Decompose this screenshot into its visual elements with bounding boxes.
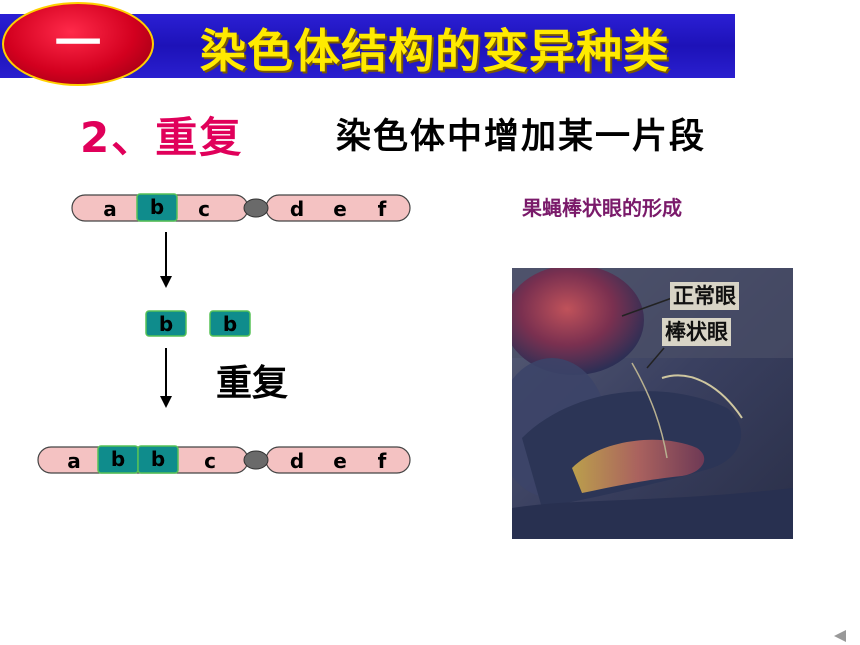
duplication-label: 重复 — [216, 363, 289, 404]
centromere-before — [243, 198, 269, 218]
slide-title: 染色体结构的变异种类 — [200, 24, 670, 78]
bar-eye-label: 棒状眼 — [662, 318, 731, 346]
gene-d-before: d — [290, 197, 304, 221]
segment-b-after-2 — [137, 445, 179, 474]
gene-c-after: c — [204, 449, 216, 473]
segment-b-middle-1 — [145, 310, 187, 337]
gene-b-after-1: b — [111, 447, 125, 471]
segment-b-before — [136, 193, 178, 222]
section-badge: 一 — [2, 2, 154, 86]
arrow-down-icon — [160, 348, 172, 408]
chromosome-after: a b b c d e f — [37, 445, 411, 474]
previous-slide-icon[interactable] — [834, 630, 846, 642]
gene-f-before: f — [378, 197, 387, 221]
gene-d-after: d — [290, 449, 304, 473]
fruit-fly-eye-photo: 正常眼 棒状眼 — [512, 268, 793, 539]
gene-b-before: b — [150, 195, 164, 219]
gene-e-after: e — [333, 449, 347, 473]
gene-e-before: e — [333, 197, 347, 221]
centromere-after — [243, 450, 269, 470]
normal-eye-label: 正常眼 — [670, 282, 739, 310]
chromosome-before: a b c d e f — [71, 193, 411, 222]
gene-a-before: a — [103, 197, 117, 221]
duplicated-segments: b b — [145, 310, 251, 337]
segment-label-2: b — [223, 312, 237, 336]
segment-label-1: b — [159, 312, 173, 336]
section-badge-label: 一 — [55, 16, 101, 70]
definition-text: 染色体中增加某一片段 — [336, 117, 707, 157]
gene-b-after-2: b — [151, 447, 165, 471]
gene-f-after: f — [378, 449, 387, 473]
figure-caption: 果蝇棒状眼的形成 — [522, 196, 682, 220]
gene-a-after: a — [67, 449, 81, 473]
arrow-down-icon — [160, 232, 172, 288]
segment-b-middle-2 — [209, 310, 251, 337]
fruit-fly-eye-image — [512, 268, 793, 539]
section-heading: 2、重复 — [80, 113, 244, 162]
gene-c-before: c — [198, 197, 210, 221]
